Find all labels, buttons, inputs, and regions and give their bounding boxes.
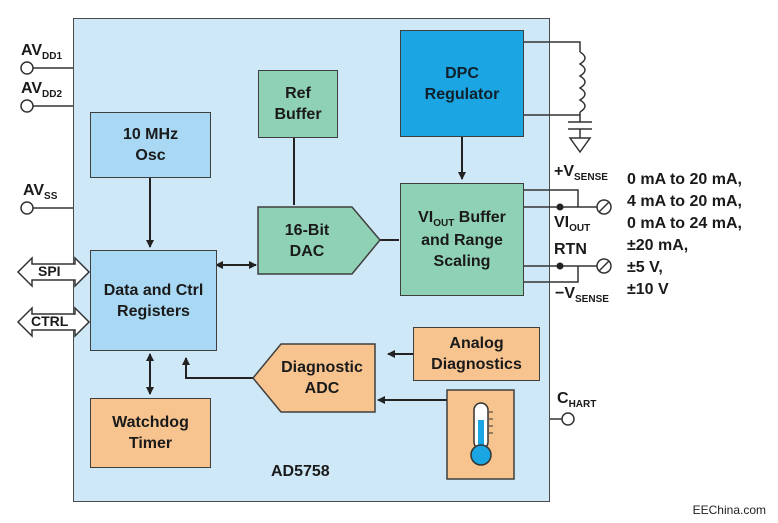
dac-shape bbox=[257, 206, 381, 275]
label-avdd2: AVDD2 bbox=[21, 80, 63, 100]
label-spi: SPI bbox=[38, 263, 61, 279]
ref-buffer-block: Ref Buffer bbox=[258, 70, 338, 138]
label-vsense-neg: −VSENSE bbox=[555, 285, 609, 305]
pin-chart bbox=[550, 412, 575, 426]
range-line: 0 mA to 20 mA, bbox=[627, 171, 742, 188]
pin-avdd1 bbox=[20, 61, 73, 75]
diag-adc-shape bbox=[252, 343, 376, 413]
label-avdd1: AVDD1 bbox=[21, 42, 63, 62]
range-line: ±20 mA, bbox=[627, 237, 689, 254]
range-line: 0 mA to 24 mA, bbox=[627, 215, 742, 232]
pin-avdd2 bbox=[20, 99, 73, 113]
vi-buffer-block: VIOUT Buffer and Range Scaling bbox=[400, 183, 524, 296]
dpc-regulator-block: DPC Regulator bbox=[400, 30, 524, 137]
vi-buffer-title: VIOUT Buffer bbox=[418, 209, 506, 229]
range-line: 4 mA to 20 mA, bbox=[627, 193, 742, 210]
label-ctrl: CTRL bbox=[31, 313, 69, 329]
registers-block: Data and Ctrl Registers bbox=[90, 250, 217, 351]
label-vsense-pos: +VSENSE bbox=[554, 163, 608, 183]
spi-arrow bbox=[16, 256, 91, 288]
dac-label: 16-Bit DAC bbox=[284, 222, 330, 260]
watchdog-block: Watchdog Timer bbox=[90, 398, 211, 468]
analog-diagnostics-block: Analog Diagnostics bbox=[413, 327, 540, 381]
chip-name: AD5758 bbox=[271, 463, 330, 480]
diag-adc-label: Diagnostic ADC bbox=[281, 359, 363, 397]
output-network bbox=[524, 189, 612, 283]
label-avss: AVSS bbox=[23, 182, 58, 202]
thermometer-icon bbox=[470, 402, 493, 466]
pin-avss bbox=[20, 201, 73, 215]
osc-block: 10 MHz Osc bbox=[90, 112, 211, 178]
label-chart: CHART bbox=[557, 390, 597, 410]
range-line: ±10 V bbox=[627, 281, 669, 298]
label-rtn: RTN bbox=[554, 241, 587, 258]
ctrl-arrow bbox=[16, 306, 91, 338]
vi-buffer-subtitle: and Range Scaling bbox=[421, 232, 503, 270]
inductor-capacitor bbox=[524, 41, 592, 154]
watermark: EEChina.com bbox=[692, 503, 766, 517]
range-line: ±5 V, bbox=[627, 259, 663, 276]
label-viout: VIOUT bbox=[554, 214, 591, 234]
